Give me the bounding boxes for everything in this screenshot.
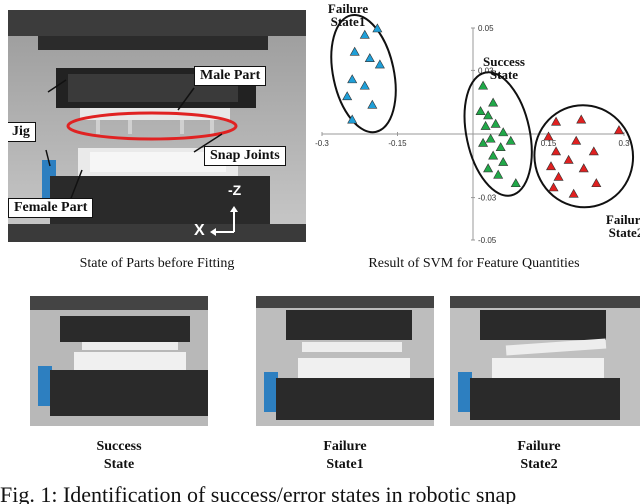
- success-data-point: [478, 80, 489, 90]
- failure1-data-point: [372, 23, 383, 33]
- failure-state1-photo: [256, 296, 434, 426]
- failure2-photo-illustration: [450, 296, 640, 426]
- parts-photo-illustration: [8, 10, 306, 242]
- failure2-data-point: [548, 182, 559, 192]
- success-caption-line2: State: [103, 457, 135, 472]
- left-caption: State of Parts before Fitting: [79, 256, 235, 271]
- parts-before-fitting-photo: Male Part Jig Snap Joints Female Part X …: [8, 10, 306, 242]
- failure2-data-point: [568, 188, 579, 198]
- failure2-caption-line2: State2: [520, 457, 558, 472]
- failure1-photo-illustration: [256, 296, 434, 426]
- failure1-data-point: [374, 59, 385, 69]
- failure2-data-point: [588, 146, 599, 156]
- failure1-data-point: [367, 99, 378, 109]
- x-tick-label: -0.15: [388, 139, 407, 148]
- success-data-point: [505, 135, 516, 145]
- right-caption: Result of SVM for Feature Quantities: [368, 256, 580, 271]
- failure1-data-point: [359, 29, 370, 39]
- success-label-line2: State: [490, 67, 518, 82]
- success-data-point: [510, 178, 521, 188]
- x-tick-label: 0.3: [618, 139, 630, 148]
- success-data-point: [480, 120, 491, 130]
- failure-state1-caption: Failure State1: [256, 438, 434, 474]
- failure2-data-point: [591, 178, 602, 188]
- failure2-data-point: [576, 114, 587, 124]
- snap-joints-label: Snap Joints: [204, 146, 286, 166]
- success-data-point: [475, 106, 486, 115]
- failure2-data-point: [578, 163, 589, 173]
- failure2-cluster-ellipse: [533, 104, 635, 209]
- failure1-data-point: [349, 46, 360, 56]
- success-data-point: [485, 133, 496, 143]
- failure2-data-point: [551, 146, 562, 156]
- success-data-point: [490, 118, 501, 128]
- x-tick-label: -0.3: [315, 139, 329, 148]
- success-photo-illustration: [30, 296, 208, 426]
- success-data-point: [483, 163, 494, 173]
- success-cluster-ellipse: [463, 71, 533, 197]
- y-tick-label: -0.05: [478, 236, 497, 245]
- success-label-line1: Success: [483, 54, 525, 69]
- jig-label: Jig: [8, 122, 36, 142]
- failure2-label-line2: State2: [609, 225, 640, 240]
- success-data-point: [498, 156, 509, 166]
- success-data-point: [488, 150, 499, 160]
- axis-x-label: X: [194, 222, 205, 239]
- success-data-point: [488, 97, 499, 107]
- axis-z-label: -Z: [228, 182, 242, 198]
- success-data-point: [478, 137, 489, 147]
- success-data-point: [493, 169, 504, 179]
- failure-state2-caption: Failure State2: [450, 438, 628, 474]
- failure1-data-point: [364, 53, 375, 62]
- success-state-caption: Success State: [30, 438, 208, 474]
- failure2-data-point: [553, 171, 564, 181]
- failure1-caption-line2: State1: [326, 457, 364, 472]
- failure2-data-point: [551, 116, 562, 126]
- success-data-point: [483, 110, 494, 120]
- failure2-data-point: [543, 131, 554, 141]
- failure1-caption-line1: Failure: [323, 439, 367, 454]
- y-tick-label: 0.05: [478, 24, 494, 33]
- success-caption-line1: Success: [96, 439, 142, 454]
- failure2-label-line1: Failure: [606, 212, 640, 227]
- male-part-label: Male Part: [194, 66, 267, 86]
- y-tick-label: 0.03: [478, 66, 494, 75]
- failure1-data-point: [347, 114, 358, 124]
- failure1-cluster-ellipse: [330, 13, 397, 134]
- svm-scatter-svg: -0.3 -0.15 0.15 0.3 0.05 0.03 -0.03 -0.05 Failur…: [315, 1, 640, 245]
- figure-caption: Fig. 1: Identification of success/error …: [0, 482, 517, 504]
- failure2-data-point: [571, 135, 582, 145]
- success-state-photo: [30, 296, 208, 426]
- x-tick-label: 0.15: [541, 139, 557, 148]
- failure1-data-point: [359, 80, 370, 90]
- failure2-data-point: [613, 125, 624, 135]
- success-data-point: [495, 142, 506, 152]
- failure2-data-point: [546, 161, 557, 171]
- failure1-data-point: [347, 74, 358, 84]
- failure1-data-point: [342, 91, 353, 101]
- failure-state2-photo: [450, 296, 640, 426]
- success-data-point: [498, 127, 509, 137]
- y-tick-label: -0.03: [478, 194, 497, 203]
- failure1-label-line1: Failure: [328, 1, 368, 16]
- failure2-data-point: [563, 154, 574, 164]
- female-part-label: Female Part: [8, 198, 94, 218]
- svm-scatter-chart: -0.3 -0.15 0.15 0.3 0.05 0.03 -0.03 -0.05 Failur…: [308, 0, 640, 250]
- failure1-label-line2: State1: [331, 14, 366, 29]
- failure2-caption-line1: Failure: [517, 439, 561, 454]
